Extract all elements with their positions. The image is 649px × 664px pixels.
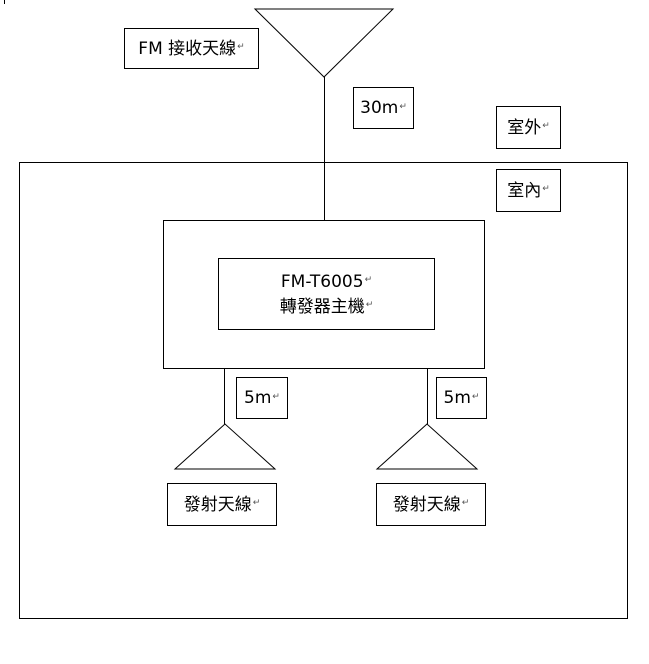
transmit-antenna-left-text: 發射天線 xyxy=(183,494,252,515)
cable-right-length-text: 5m xyxy=(443,388,471,408)
transmit-antenna-right-icon xyxy=(375,423,479,470)
paragraph-mark: ↵ xyxy=(252,498,261,508)
indoor-label: 室內↵ xyxy=(496,169,561,212)
device-name-text: 轉發器主機 xyxy=(279,296,365,317)
paragraph-mark: ↵ xyxy=(461,498,470,508)
paragraph-mark: ↵ xyxy=(471,391,480,402)
cable-left-length-text: 5m xyxy=(244,388,272,408)
paragraph-mark: ↵ xyxy=(542,184,550,194)
transmit-antenna-right-text: 發射天線 xyxy=(392,494,461,515)
outdoor-label: 室外↵ xyxy=(496,106,561,149)
cable-left-length-label: 5m↵ xyxy=(236,377,288,419)
indoor-area-border xyxy=(19,162,628,619)
paragraph-mark: ↵ xyxy=(399,101,407,112)
transmit-antenna-right-label: 發射天線↵ xyxy=(376,483,486,526)
paragraph-mark: ↵ xyxy=(542,121,550,131)
indoor-label-text: 室內 xyxy=(507,180,542,201)
transmit-antenna-left-icon xyxy=(173,423,277,470)
cable-outdoor-length-label: 30m↵ xyxy=(353,87,414,129)
cable-right-length-label: 5m↵ xyxy=(436,377,487,419)
cable-outdoor-length-text: 30m xyxy=(360,98,399,118)
paragraph-mark: ↵ xyxy=(272,391,280,402)
paragraph-mark: ↵ xyxy=(364,275,373,285)
receive-antenna-icon xyxy=(253,8,395,78)
paragraph-mark: ↵ xyxy=(237,42,245,52)
paragraph-mark: ↵ xyxy=(365,300,374,310)
receive-antenna-label: FM 接收天線↵ xyxy=(124,28,259,69)
receive-antenna-label-text: FM 接收天線 xyxy=(138,38,237,59)
transmit-antenna-left-label: 發射天線↵ xyxy=(167,483,277,526)
outdoor-label-text: 室外 xyxy=(507,117,542,138)
transponder-device-label: FM-T6005↵ 轉發器主機↵ xyxy=(218,258,435,330)
device-model-text: FM-T6005 xyxy=(280,271,364,292)
